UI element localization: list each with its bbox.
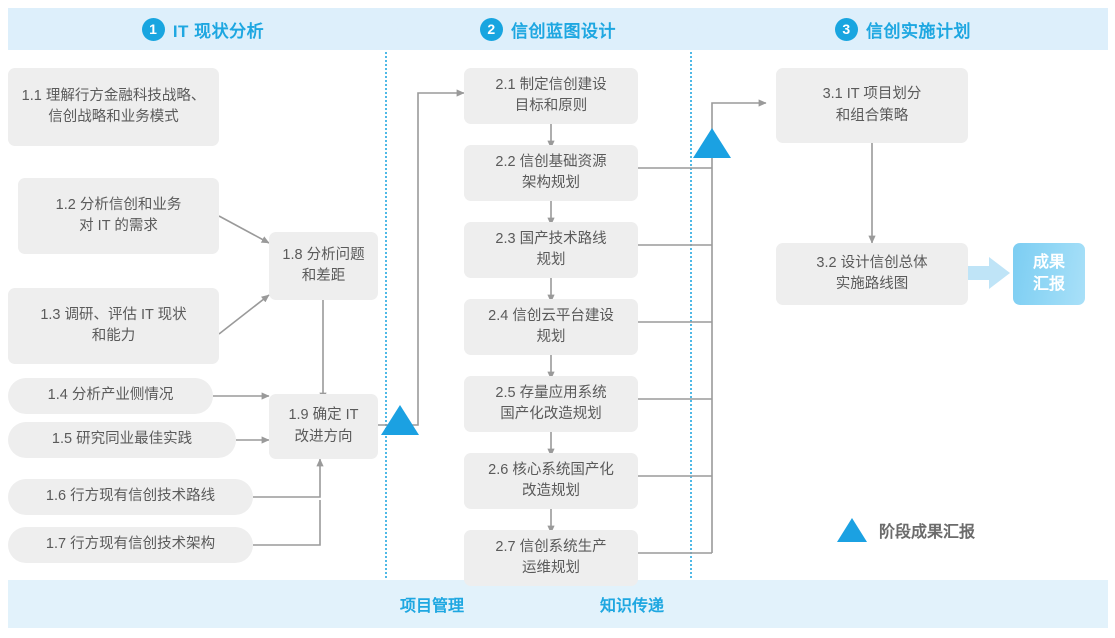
wire-16-to-19 <box>253 458 324 498</box>
phase-2-title: 信创蓝图设计 <box>511 21 616 41</box>
box-1-6[interactable]: 1.6 行方现有信创技术路线 <box>8 479 253 515</box>
box-2-7[interactable]: 2.7 信创系统生产运维规划 <box>464 530 638 586</box>
box-3-2[interactable]: 3.2 设计信创总体实施路线图 <box>776 243 968 305</box>
milestone-triangle-phase2 <box>693 128 731 158</box>
phase-3-title: 信创实施计划 <box>866 21 971 41</box>
phase-band-3: 3 信创实施计划 <box>698 8 1108 50</box>
phase-2-number: 2 <box>480 17 503 41</box>
box-1-1[interactable]: 1.1 理解行方金融科技战略、信创战略和业务模式 <box>8 68 219 146</box>
wire-19-to-21 <box>378 89 465 426</box>
phase-band-1-shape <box>8 8 398 50</box>
phase-1-number: 1 <box>141 17 165 41</box>
milestone-triangle-phase1 <box>381 405 419 435</box>
wire-rail-to-31 <box>711 99 767 553</box>
phase-band-2-label: 2 信创蓝图设计 <box>398 8 698 50</box>
box-3-1[interactable]: 3.1 IT 项目划分和组合策略 <box>776 68 968 143</box>
box-1-4[interactable]: 1.4 分析产业侧情况 <box>8 378 213 414</box>
phase-band-2: 2 信创蓝图设计 <box>398 8 698 50</box>
box-1-5[interactable]: 1.5 研究同业最佳实践 <box>8 422 236 458</box>
bottom-label-knowledge-transfer: 知识传递 <box>600 598 665 615</box>
box-2-1[interactable]: 2.1 制定信创建设目标和原则 <box>464 68 638 124</box>
wire-32-to-result <box>961 257 1010 289</box>
box-2-6[interactable]: 2.6 核心系统国产化改造规划 <box>464 453 638 509</box>
wire-17-to-19 <box>253 500 321 546</box>
wire-13-to-18 <box>218 294 270 335</box>
bottom-band-shape <box>8 580 1108 628</box>
phase-band-2-shape <box>398 8 698 50</box>
result-report-box[interactable]: 成果汇报 <box>1013 243 1085 305</box>
box-2-3[interactable]: 2.3 国产技术路线规划 <box>464 222 638 278</box>
bottom-band: 项目管理 知识传递 <box>8 580 1108 628</box>
bottom-label-project-management: 项目管理 <box>400 598 465 615</box>
phase-band-1-label: 1 IT 现状分析 <box>8 8 398 50</box>
phase-3-number: 3 <box>835 17 858 41</box>
legend: 阶段成果汇报 <box>837 518 975 542</box>
box-1-8[interactable]: 1.8 分析问题和差距 <box>269 232 378 300</box>
phase-band-1: 1 IT 现状分析 <box>8 8 398 50</box>
box-1-7[interactable]: 1.7 行方现有信创技术架构 <box>8 527 253 563</box>
legend-label: 阶段成果汇报 <box>879 524 976 541</box>
milestone-legend-icon <box>837 518 867 542</box>
phase-1-title: IT 现状分析 <box>172 21 265 41</box>
box-2-2[interactable]: 2.2 信创基础资源架构规划 <box>464 145 638 201</box>
phase-divider-1 <box>385 52 387 578</box>
phase-divider-2 <box>690 52 692 578</box>
wire-12-to-18 <box>218 215 270 244</box>
box-1-2[interactable]: 1.2 分析信创和业务对 IT 的需求 <box>18 178 219 254</box>
phase-band-3-shape <box>698 8 1108 50</box>
box-2-5[interactable]: 2.5 存量应用系统国产化改造规划 <box>464 376 638 432</box>
phase-band-3-label: 3 信创实施计划 <box>698 8 1108 50</box>
box-1-3[interactable]: 1.3 调研、评估 IT 现状和能力 <box>8 288 219 364</box>
box-2-4[interactable]: 2.4 信创云平台建设规划 <box>464 299 638 355</box>
